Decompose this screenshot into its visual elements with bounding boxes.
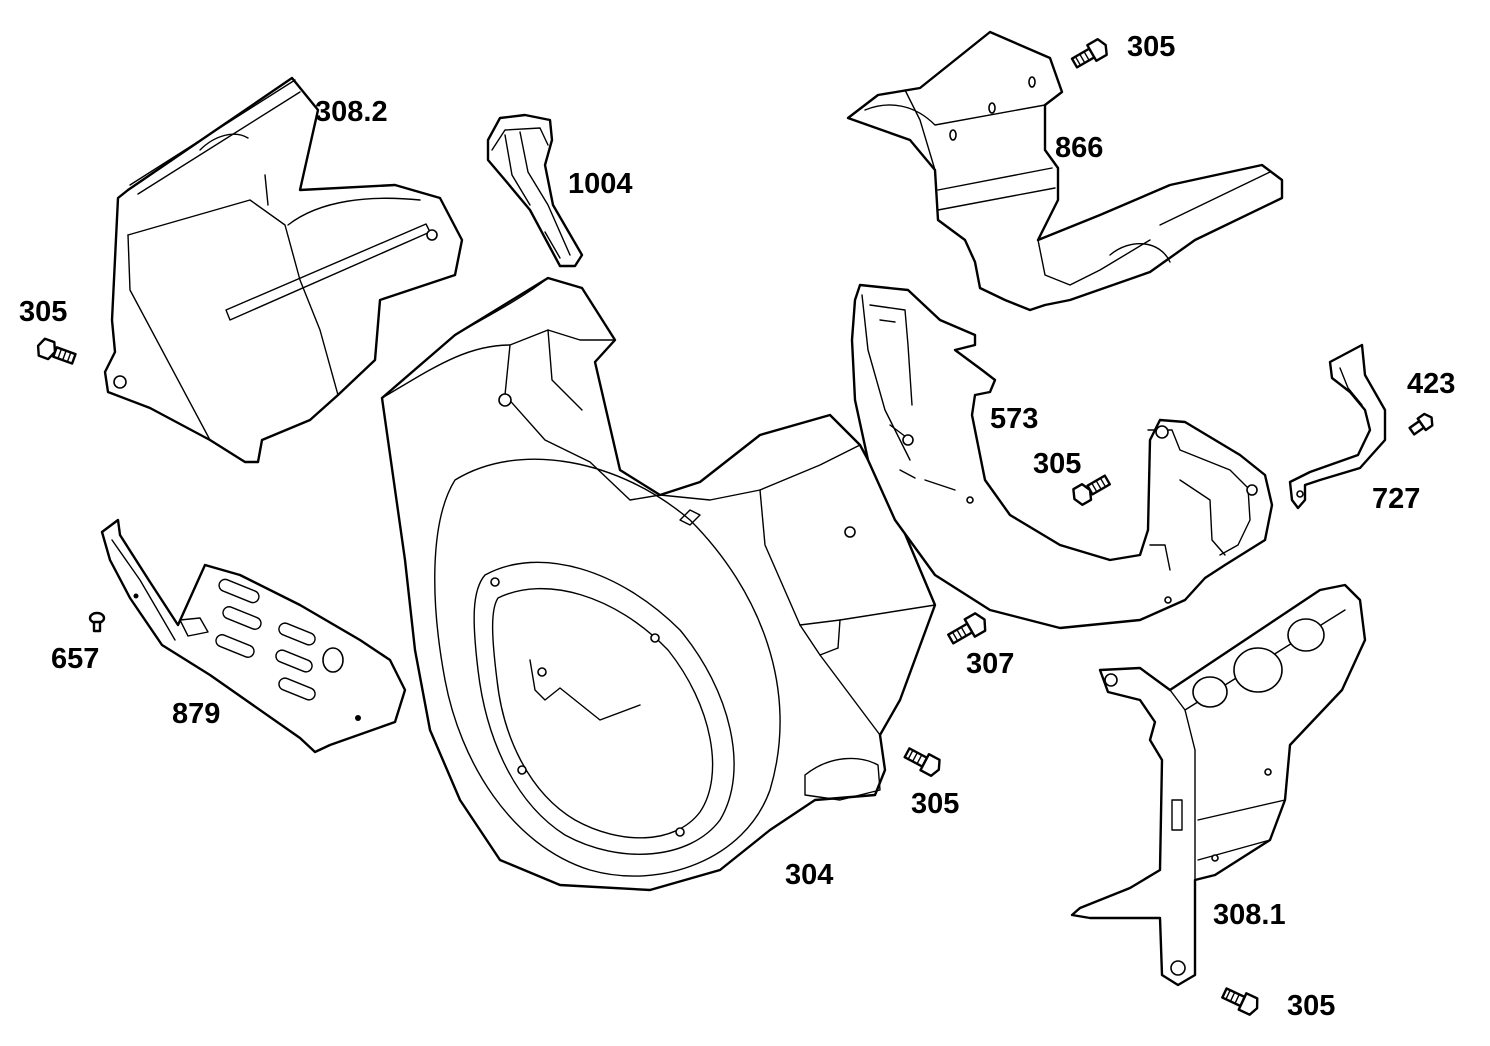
label-308-2: 308.2 (315, 96, 388, 128)
label-727: 727 (1372, 483, 1420, 515)
label-305-bottom-right: 305 (1287, 990, 1335, 1022)
label-305-middle-right: 305 (1033, 448, 1081, 480)
label-305-left: 305 (19, 296, 67, 328)
screw-305-center-icon (903, 747, 941, 777)
shroud-308-2 (103, 76, 464, 464)
label-657: 657 (51, 643, 99, 675)
label-304: 304 (785, 859, 833, 891)
label-573: 573 (990, 403, 1038, 435)
screw-305-left-icon (36, 337, 77, 365)
bracket-727 (1288, 343, 1387, 510)
shield-879 (100, 518, 407, 754)
shroud-308-1 (1070, 583, 1367, 987)
screw-305-top-right-icon (1070, 38, 1108, 69)
blower-housing-304 (380, 276, 937, 892)
label-879: 879 (172, 698, 220, 730)
label-866: 866 (1055, 132, 1103, 164)
guard-573 (850, 283, 1274, 630)
cover-866 (846, 30, 1284, 312)
label-305-top-right: 305 (1127, 31, 1175, 63)
label-1004: 1004 (568, 168, 633, 200)
label-423: 423 (1407, 368, 1455, 400)
screw-657-icon (88, 611, 106, 633)
label-307: 307 (966, 648, 1014, 680)
label-305-center: 305 (911, 788, 959, 820)
screw-307-icon (947, 612, 987, 645)
screw-305-bottom-right-icon (1221, 987, 1259, 1016)
label-308-1: 308.1 (1213, 899, 1286, 931)
screw-305-middle-right-icon (1072, 474, 1112, 506)
screw-423-icon (1408, 412, 1434, 436)
duct-1004 (486, 113, 584, 268)
